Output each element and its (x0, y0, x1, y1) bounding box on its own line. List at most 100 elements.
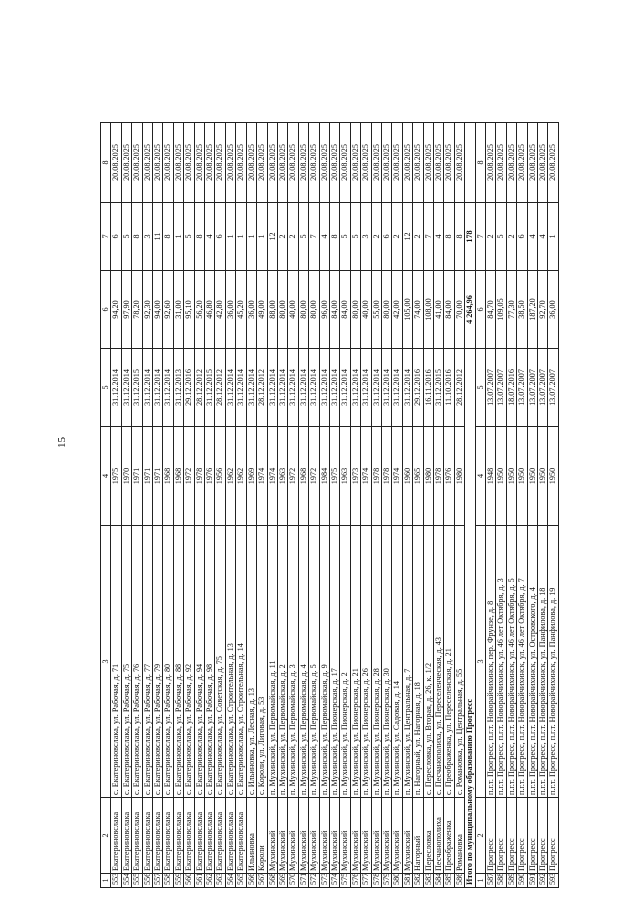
header-repeat-col-6: 6 (475, 270, 486, 349)
cell-count: 5 (121, 202, 132, 271)
cell-count: 7 (423, 202, 434, 271)
cell-locality: Екатериновслака (204, 797, 215, 874)
cell-address: п. Мухинский, ул. Пионерская, д. 21 (350, 525, 361, 798)
cell-date: 31.12.2014 (152, 348, 163, 427)
cell-locality: Преображенка (443, 797, 455, 874)
cell-year-built: 1972 (287, 426, 299, 526)
cell-address: с. Екатериновслака, ул. Рабочая, д. 80 (162, 525, 174, 798)
cell-date-end: 20.08.2025 (527, 122, 538, 203)
cell-year-built: 1978 (433, 426, 444, 526)
cell-row-number: 567 (256, 873, 267, 888)
header-col-4: 4 (100, 426, 111, 526)
cell-count: 5 (495, 202, 507, 271)
total-row: Итого по муниципальному образованию Прог… (464, 122, 476, 888)
header-repeat-col-1: 1 (475, 873, 486, 888)
cell-row-number: 579 (381, 873, 392, 888)
cell-area: 80,00 (381, 270, 392, 349)
cell-year-built: 1971 (131, 426, 143, 526)
cell-date: 16.11.2016 (423, 348, 434, 427)
cell-date: 31.12.2014 (329, 348, 340, 427)
cell-address: п. Мухинский, ул. Пионерская, д. 17 (329, 525, 340, 798)
cell-year-built: 1976 (204, 426, 215, 526)
cell-row-number: 576 (350, 873, 361, 888)
cell-date: 28.12.2012 (454, 348, 465, 427)
cell-address: п. Мухинский, ул. Пионерская, д. 28 (371, 525, 382, 798)
cell-date-end: 20.08.2025 (537, 122, 548, 203)
cell-date: 31.12.2014 (339, 348, 351, 427)
cell-count: 6 (516, 202, 528, 271)
cell-date: 31.12.2014 (277, 348, 288, 427)
cell-row-number: 587 (485, 873, 496, 888)
header-col-6: 6 (100, 270, 111, 349)
cell-date: 31.12.2014 (121, 348, 132, 427)
cell-row-number: 588 (495, 873, 507, 888)
cell-locality: Прогресс (547, 797, 559, 874)
cell-area: 94,00 (152, 270, 163, 349)
cell-date-end: 20.08.2025 (319, 122, 330, 203)
header-repeat-col-8: 8 (475, 122, 486, 203)
cell-area: 80,00 (277, 270, 288, 349)
cell-date-end: 20.08.2025 (485, 122, 496, 203)
cell-date: 28.12.2012 (256, 348, 267, 427)
cell-date: 31.12.2014 (391, 348, 403, 427)
cell-count: 1 (256, 202, 267, 271)
cell-area: 78,20 (131, 270, 143, 349)
cell-address: с. Екатериновслака, ул. Рабочая, д. 98 (204, 525, 215, 798)
cell-year-built: 1973 (350, 426, 361, 526)
cell-count: 6 (381, 202, 392, 271)
cell-area: 84,00 (339, 270, 351, 349)
cell-area: 40,00 (360, 270, 372, 349)
cell-year-built: 1972 (308, 426, 320, 526)
cell-area: 31,00 (173, 270, 184, 349)
cell-date: 31.12.2015 (204, 348, 215, 427)
cell-date-end: 20.08.2025 (173, 122, 184, 203)
header-repeat-col-3: 3 (475, 525, 486, 798)
cell-year-built: 1978 (194, 426, 205, 526)
cell-year-built: 1974 (360, 426, 372, 526)
cell-address: с. Екатериновслака, ул. Рабочая, д. 71 (110, 525, 122, 798)
cell-date-end: 20.08.2025 (454, 122, 465, 203)
cell-date-end: 20.08.2025 (142, 122, 153, 203)
cell-area: 46,80 (204, 270, 215, 349)
cell-locality: Мухинский (277, 797, 288, 874)
cell-address: п.г.т. Прогресс, п.г.т. Новорайчихинск, … (506, 525, 517, 798)
cell-count: 6 (110, 202, 122, 271)
cell-date: 31.12.2014 (246, 348, 257, 427)
cell-date: 31.12.2014 (350, 348, 361, 427)
cell-address: с. Преображенка, ул. Переселенская, д. 2… (443, 525, 455, 798)
cell-area: 80,00 (350, 270, 361, 349)
cell-address: п. Мухинский, ул. Пионерская, д. 30 (381, 525, 392, 798)
cell-locality: Мухинский (329, 797, 340, 874)
cell-locality: Мухинский (350, 797, 361, 874)
cell-date: 31.12.2015 (433, 348, 444, 427)
cell-area: 97,90 (121, 270, 132, 349)
cell-date-end: 20.08.2025 (131, 122, 143, 203)
cell-row-number: 563 (214, 873, 226, 888)
cell-year-built: 1972 (183, 426, 195, 526)
cell-address: с. Екатериновслака, ул. Рабочая, д. 77 (142, 525, 153, 798)
cell-year-built: 1956 (214, 426, 226, 526)
cell-locality: Прогресс (485, 797, 496, 874)
cell-year-built: 1975 (110, 426, 122, 526)
cell-locality: Екатериновслака (225, 797, 236, 874)
cell-row-number: 558 (162, 873, 174, 888)
cell-address: п. Мухинский, ул. Первомайская, д. 9 (319, 525, 330, 798)
cell-count: 8 (443, 202, 455, 271)
cell-count: 2 (412, 202, 424, 271)
cell-date: 31.12.2015 (131, 348, 143, 427)
cell-date-end: 20.08.2025 (495, 122, 507, 203)
cell-count: 8 (329, 202, 340, 271)
cell-count: 5 (183, 202, 195, 271)
cell-locality: Мухинский (391, 797, 403, 874)
cell-date: 11.10.2016 (443, 348, 455, 427)
